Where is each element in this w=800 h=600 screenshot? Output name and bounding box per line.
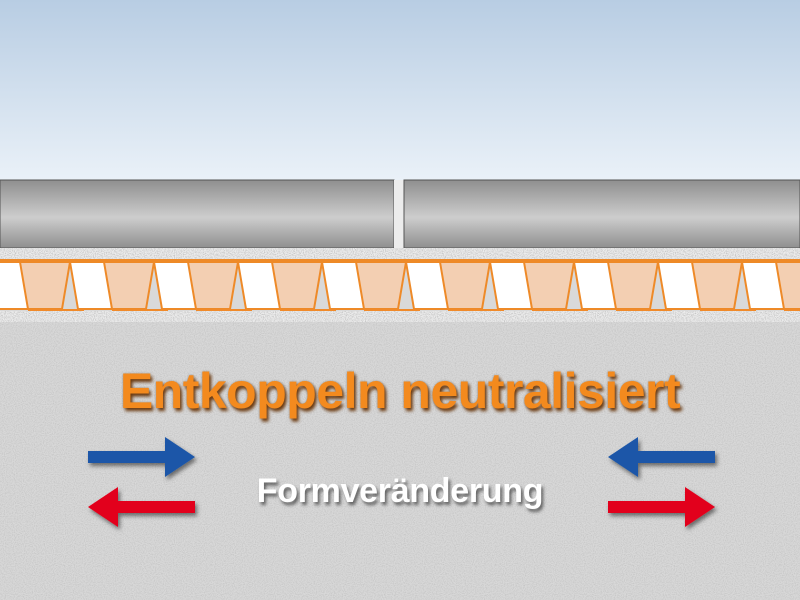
tile-grout-joint (394, 180, 404, 248)
mat-filled-cell (18, 261, 72, 310)
tile-layer (0, 179, 800, 249)
mat-filled-cell (270, 261, 324, 310)
decoupling-mat (0, 259, 800, 314)
right-bottom-arrow-right-icon (608, 487, 715, 527)
right-top-arrow-left-icon (608, 437, 715, 477)
mat-filled-cell (186, 261, 240, 310)
mat-filled-cell (354, 261, 408, 310)
left-bottom-arrow-left-icon (88, 487, 195, 527)
mat-filled-cell (690, 261, 744, 310)
substrate-adhesive-speckle (0, 311, 800, 323)
mat-filled-cell (102, 261, 156, 310)
left-top-arrow-right-icon (88, 437, 195, 477)
mat-filled-cell (438, 261, 492, 310)
mat-filled-cell (522, 261, 576, 310)
tile-left (0, 179, 395, 249)
mat-filled-cell (606, 261, 660, 310)
mat-top-fleece (0, 259, 800, 262)
sky-background (0, 0, 800, 180)
headline-text: Entkoppeln neutralisiert (119, 363, 681, 419)
mat-filled-cell (774, 261, 800, 310)
tile-adhesive-speckle (0, 248, 800, 260)
subline-text: Formveränderung (256, 472, 544, 510)
tile-right (403, 179, 800, 249)
